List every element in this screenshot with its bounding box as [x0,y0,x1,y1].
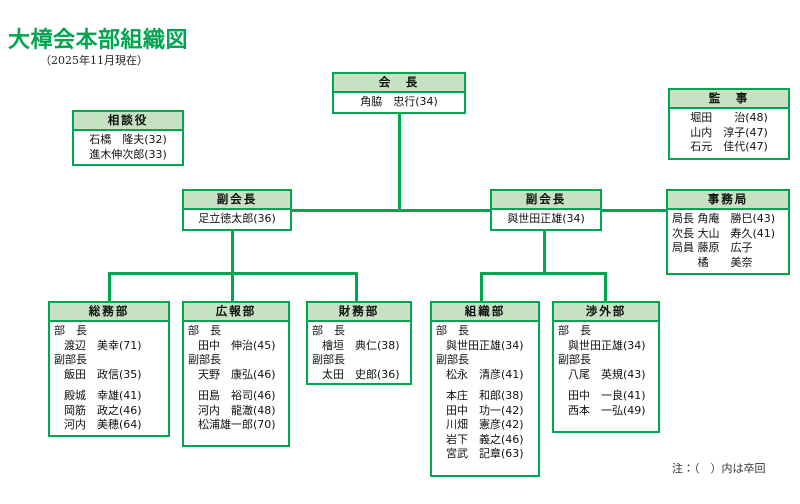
member-name: 八尾 英規(43) [568,367,646,381]
page-subtitle: （2025年11月現在） [40,54,148,67]
member-name: 田中 功一(42) [446,403,524,417]
node-finance[interactable]: 財務部 部 長 檜垣 典仁(38) 副部長 太田 史郎(36) [306,301,412,385]
member-name: 進木伸次郎(33) [89,147,167,161]
member-name: 與世田正雄(34) [568,338,646,352]
node-vice-president-2[interactable]: 副会長 與世田正雄(34) [490,189,602,231]
member-name: 足立徳太郎(36) [198,212,276,225]
edge-vp1-down [231,231,234,274]
role-label: 副部長 [188,353,221,366]
member-name: 橘 美奈 [672,255,753,269]
node-external-affairs[interactable]: 渉外部 部 長 與世田正雄(34) 副部長 八尾 英規(43) 田中 一良(41… [552,301,660,433]
chart-note: 注：（ ）内は卒回 [672,462,766,475]
member-name: 飯田 政信(35) [64,367,142,381]
member-name: 田中 一良(41) [568,389,646,402]
member-name: 西本 一弘(49) [568,403,646,417]
member-name: 局長 角庵 勝巳(43) [672,212,776,225]
role-label: 部 長 [54,324,87,337]
member-name: 田島 裕司(46) [198,389,276,402]
member-name: 殿城 幸雄(41) [64,389,142,402]
member-name: 岩下 義之(46) [446,432,524,446]
edge-president-down [398,114,401,211]
gap [54,382,164,389]
member-name: 次長 大山 寿久(41) [672,226,776,240]
node-external-affairs-body: 部 長 與世田正雄(34) 副部長 八尾 英規(43) 田中 一良(41) 西本… [554,322,658,421]
member-name: 山内 淳子(47) [690,125,768,139]
node-general-affairs[interactable]: 総務部 部 長 渡辺 美幸(71) 副部長 飯田 政信(35) 殿城 幸雄(41… [48,301,170,437]
member-name: 松永 清彦(41) [446,367,524,381]
role-label: 副部長 [558,353,591,366]
node-secretariat-title: 事務局 [668,191,788,210]
node-finance-body: 部 長 檜垣 典仁(38) 副部長 太田 史郎(36) [308,322,410,385]
edge-vp1-to-general [108,272,111,303]
role-label: 部 長 [436,324,469,337]
node-president[interactable]: 会 長 角脇 忠行(34) [332,72,466,114]
node-vice-president-1-body: 足立徳太郎(36) [184,210,290,230]
member-name: 與世田正雄(34) [446,338,524,352]
node-auditor-title: 監 事 [670,90,788,109]
member-name: 檜垣 典仁(38) [322,338,400,352]
node-advisor-body: 石橋 隆夫(32) 進木伸次郎(33) [74,131,182,165]
node-secretariat-body: 局長 角庵 勝巳(43) 次長 大山 寿久(41) 局員 藤原 広子 橘 美奈 [668,210,788,273]
member-name: 田中 伸治(45) [198,338,276,352]
role-label: 部 長 [558,324,591,337]
member-name: 河内 美穂(64) [64,418,142,431]
node-vice-president-2-body: 與世田正雄(34) [492,210,600,230]
member-name: 松浦雄一郎(70) [198,418,276,431]
member-name: 石橋 隆夫(32) [89,133,167,146]
node-vice-president-2-title: 副会長 [492,191,600,210]
member-name: 太田 史郎(36) [322,367,400,381]
node-auditor[interactable]: 監 事 堀田 治(48) 山内 淳子(47) 石元 佳代(47) [668,88,790,160]
node-organization-body: 部 長 與世田正雄(34) 副部長 松永 清彦(41) 本庄 和郎(38) 田中… [432,322,538,465]
node-public-relations-title: 広報部 [184,303,288,322]
node-finance-title: 財務部 [308,303,410,322]
node-public-relations-body: 部 長 田中 伸治(45) 副部長 天野 康弘(46) 田島 裕司(46) 河内… [184,322,288,436]
role-label: 部 長 [188,324,221,337]
member-name: 堀田 治(48) [690,111,768,124]
edge-vp1-to-pr [231,272,234,303]
node-organization-title: 組織部 [432,303,538,322]
node-auditor-body: 堀田 治(48) 山内 淳子(47) 石元 佳代(47) [670,109,788,158]
member-name: 角脇 忠行(34) [360,95,438,108]
member-name: 岡筋 政之(46) [64,403,142,417]
node-general-affairs-title: 総務部 [50,303,168,322]
member-name: 局員 藤原 広子 [672,241,753,254]
member-name: 河内 龍澈(48) [198,403,276,417]
node-vice-president-1[interactable]: 副会長 足立徳太郎(36) [182,189,292,231]
edge-vp2-bus [480,272,607,275]
role-label: 副部長 [312,353,345,366]
role-label: 部 長 [312,324,345,337]
member-name: 天野 康弘(46) [198,367,276,381]
node-president-title: 会 長 [334,74,464,93]
member-name: 宮武 記章(63) [446,447,524,460]
member-name: 渡辺 美幸(71) [64,338,142,352]
node-public-relations[interactable]: 広報部 部 長 田中 伸治(45) 副部長 天野 康弘(46) 田島 裕司(46… [182,301,290,447]
edge-vp2-to-external [604,272,607,303]
gap [436,382,534,389]
member-name: 本庄 和郎(38) [446,389,524,402]
page-title: 大樟会本部組織図 [8,28,189,53]
gap [558,382,654,389]
node-secretariat[interactable]: 事務局 局長 角庵 勝巳(43) 次長 大山 寿久(41) 局員 藤原 広子 橘… [666,189,790,275]
member-name: 川畑 憲彦(42) [446,418,524,431]
edge-vp2-down [543,231,546,274]
node-president-body: 角脇 忠行(34) [334,93,464,113]
node-external-affairs-title: 渉外部 [554,303,658,322]
node-advisor[interactable]: 相談役 石橋 隆夫(32) 進木伸次郎(33) [72,110,184,166]
member-name: 石元 佳代(47) [690,140,768,153]
role-label: 副部長 [54,353,87,366]
node-general-affairs-body: 部 長 渡辺 美幸(71) 副部長 飯田 政信(35) 殿城 幸雄(41) 岡筋… [50,322,168,436]
gap [188,382,284,389]
member-name: 與世田正雄(34) [507,212,585,225]
node-vice-president-1-title: 副会長 [184,191,290,210]
role-label: 副部長 [436,353,469,366]
node-organization[interactable]: 組織部 部 長 與世田正雄(34) 副部長 松永 清彦(41) 本庄 和郎(38… [430,301,540,477]
node-advisor-title: 相談役 [74,112,182,131]
edge-vp1-to-finance [355,272,358,303]
edge-vp2-to-org [480,272,483,303]
edge-main-bus [232,209,682,212]
